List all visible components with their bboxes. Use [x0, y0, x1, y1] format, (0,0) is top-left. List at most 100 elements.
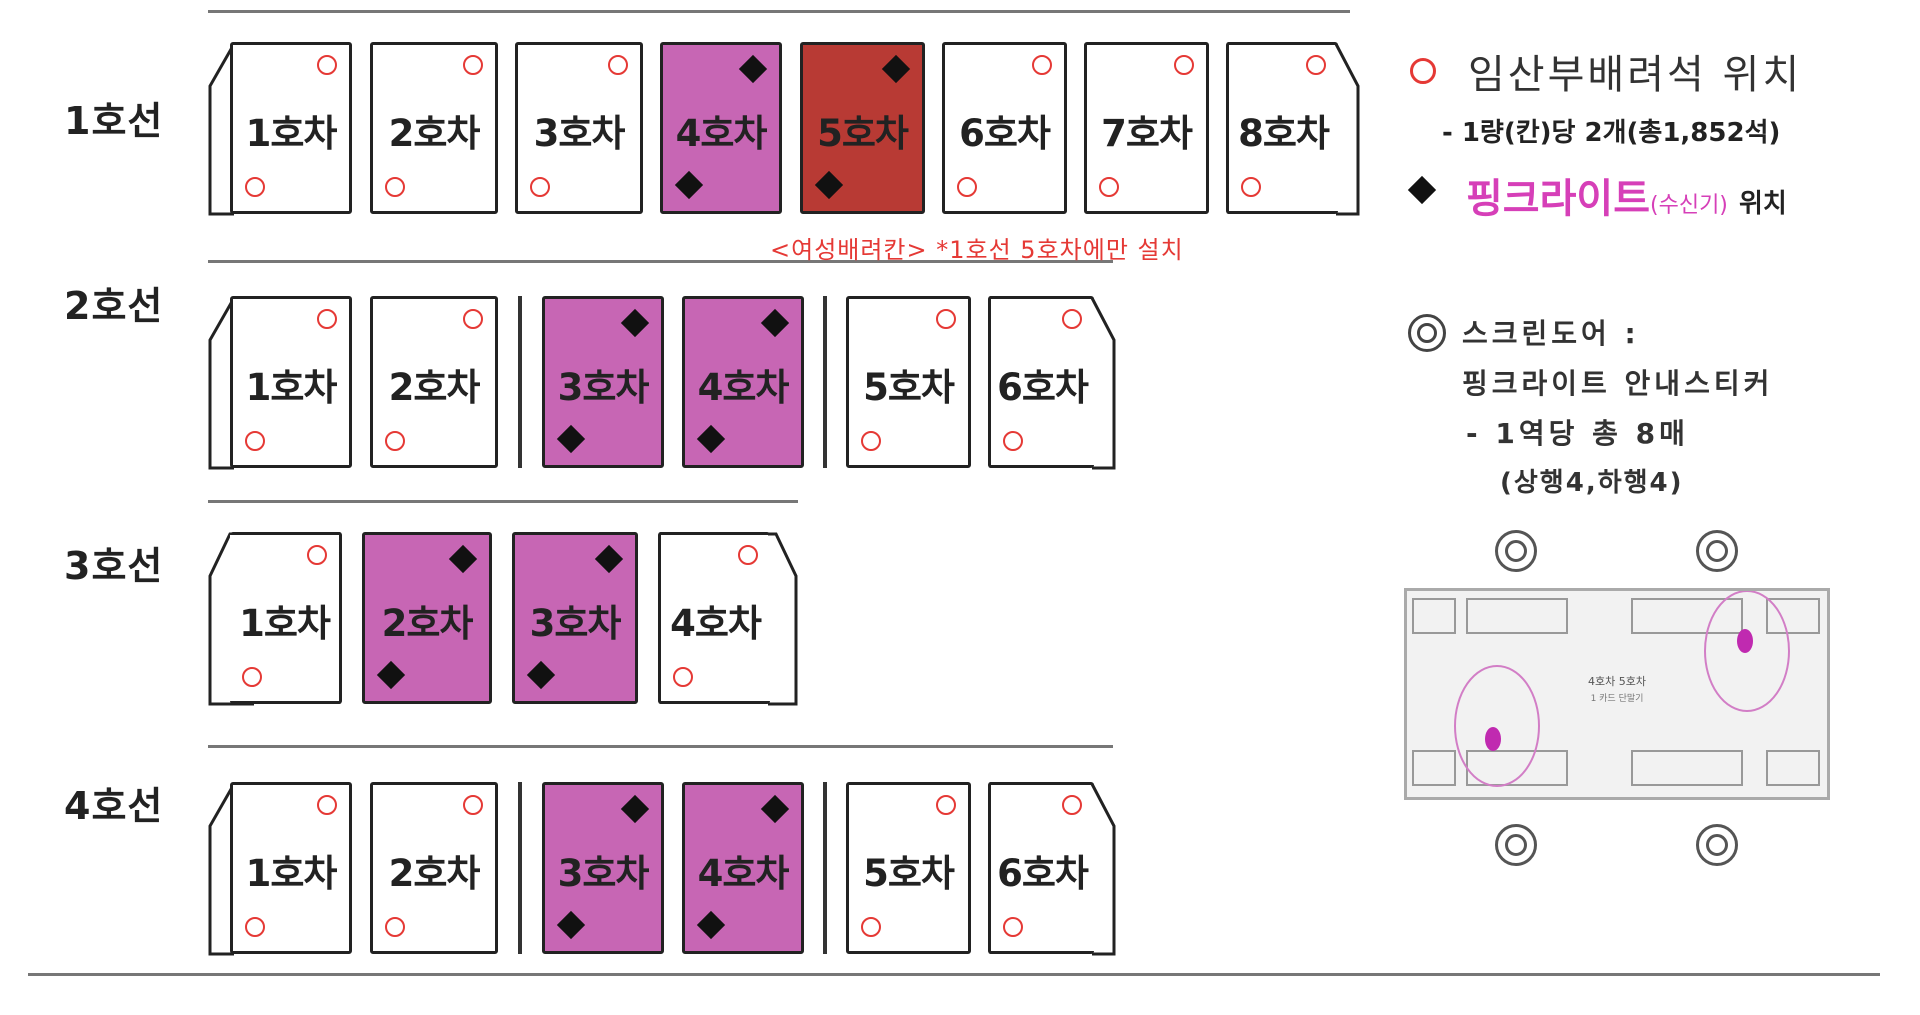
pinklight-diamond-icon	[376, 660, 406, 690]
pinklight-diamond-icon	[1407, 175, 1437, 205]
line-2-label: 2호선	[64, 284, 164, 328]
legend-screendoor-line3: (상행4,하행4)	[1500, 468, 1684, 498]
seat-circle-icon	[463, 309, 483, 329]
car-group-separator	[823, 782, 827, 954]
seat-circle-icon	[861, 917, 881, 937]
legend-seat-title: 임산부배려석 위치	[1468, 52, 1803, 98]
legend-pinklight-main: 핑크라이트	[1466, 176, 1650, 222]
seat-circle-icon	[673, 667, 693, 687]
car-label: 3호차	[557, 366, 650, 409]
car-label: 7호차	[1101, 112, 1193, 155]
line-1-car-2: 2호차	[370, 42, 498, 214]
rule-below-line2	[208, 500, 798, 503]
line-2-car-6: 6호차	[988, 296, 1094, 468]
legend-pinklight-suffix: 위치	[1738, 189, 1787, 219]
seat-circle-icon	[317, 309, 337, 329]
line-3-front-cab-right	[768, 532, 798, 706]
seat-circle-icon	[936, 309, 956, 329]
car-group-separator	[823, 296, 827, 468]
seat-circle-icon	[385, 431, 405, 451]
pinklight-diamond-icon	[526, 660, 556, 690]
line-4-front-cab-right	[1090, 783, 1116, 956]
seat-circle-icon	[463, 795, 483, 815]
line-1-car-5: 5호차	[800, 42, 925, 214]
top-rule	[208, 10, 1350, 13]
pinklight-diamond-icon	[620, 794, 650, 824]
seat-circle-icon	[861, 431, 881, 451]
seat-circle-icon	[738, 545, 758, 565]
pinklight-diamond-icon	[881, 54, 911, 84]
line-4-car-2: 2호차	[370, 782, 498, 954]
seat-circle-icon	[1174, 55, 1194, 75]
rule-below-line1	[208, 260, 1113, 263]
line-4-car-1: 1호차	[230, 782, 352, 954]
car-label: 4호차	[675, 112, 768, 155]
seat-circle-icon	[463, 55, 483, 75]
line-4-car-5: 5호차	[846, 782, 971, 954]
seat-circle-icon	[1410, 58, 1436, 84]
screendoor-icon	[1495, 530, 1537, 572]
line-3-car-2: 2호차	[362, 532, 492, 704]
seat-circle-icon	[1099, 177, 1119, 197]
pinklight-diamond-icon	[594, 544, 624, 574]
car-group-separator	[518, 296, 522, 468]
pinklight-diamond-icon	[760, 794, 790, 824]
women-car-note: <여성배려칸> *1호선 5호차에만 설치	[770, 236, 1184, 264]
pinklight-diamond-icon	[556, 424, 586, 454]
line-3-car-1: 1호차	[230, 532, 342, 704]
car-label: 3호차	[529, 602, 622, 645]
platform-label-1: 4호차 5호차	[1588, 675, 1646, 688]
line-2-car-2: 2호차	[370, 296, 498, 468]
pinklight-diamond-icon	[696, 910, 726, 940]
car-label: 5호차	[817, 112, 909, 155]
bottom-rule	[28, 973, 1880, 976]
car-label: 6호차	[959, 112, 1051, 155]
seat-circle-icon	[245, 177, 265, 197]
seat-circle-icon	[385, 177, 405, 197]
car-label: 3호차	[533, 112, 626, 155]
car-label: 6호차	[997, 852, 1089, 895]
line-1-car-4: 4호차	[660, 42, 782, 214]
line-1-car-6: 6호차	[942, 42, 1067, 214]
legend-screendoor-line1: 핑크라이트 안내스티커	[1462, 367, 1774, 400]
line-1-car-7: 7호차	[1084, 42, 1209, 214]
seat-circle-icon	[317, 795, 337, 815]
seat-circle-icon	[317, 55, 337, 75]
station-platform-map: 4호차 5호차 1 카드 단말기	[1404, 588, 1830, 800]
seat-circle-icon	[957, 177, 977, 197]
seat-circle-icon	[1003, 917, 1023, 937]
line-2-front-cab-right	[1090, 297, 1116, 470]
line-4-car-3: 3호차	[542, 782, 664, 954]
car-label: 1호차	[245, 852, 338, 895]
line-2-car-1: 1호차	[230, 296, 352, 468]
seat-circle-icon	[1032, 55, 1052, 75]
car-label: 4호차	[697, 852, 790, 895]
line-1-front-cab-right	[1334, 43, 1360, 216]
car-label: 4호차	[670, 602, 762, 645]
line-2-front-cab-left	[208, 297, 236, 470]
screendoor-icon	[1495, 824, 1537, 866]
line-1-label: 1호선	[64, 99, 164, 143]
seat-circle-icon	[1062, 795, 1082, 815]
pinklight-diamond-icon	[620, 308, 650, 338]
line-2-car-5: 5호차	[846, 296, 971, 468]
car-label: 3호차	[557, 852, 650, 895]
car-label: 1호차	[239, 602, 331, 645]
seat-circle-icon	[242, 667, 262, 687]
seat-circle-icon	[530, 177, 550, 197]
line-3-car-4: 4호차	[658, 532, 770, 704]
car-label: 1호차	[245, 366, 338, 409]
line-4-front-cab-left	[208, 783, 236, 956]
car-label: 1호차	[245, 112, 338, 155]
car-label: 2호차	[388, 366, 481, 409]
legend-pinklight: 핑크라이트(수신기) 위치	[1466, 166, 1787, 224]
screendoor-icon	[1408, 314, 1446, 352]
line-1-car-1: 1호차	[230, 42, 352, 214]
seat-circle-icon	[1306, 55, 1326, 75]
line-2-car-3: 3호차	[542, 296, 664, 468]
car-label: 5호차	[863, 852, 955, 895]
car-label: 6호차	[997, 366, 1089, 409]
line-1-car-8: 8호차	[1226, 42, 1338, 214]
seat-circle-icon	[1241, 177, 1261, 197]
line-4-label: 4호선	[64, 784, 164, 828]
